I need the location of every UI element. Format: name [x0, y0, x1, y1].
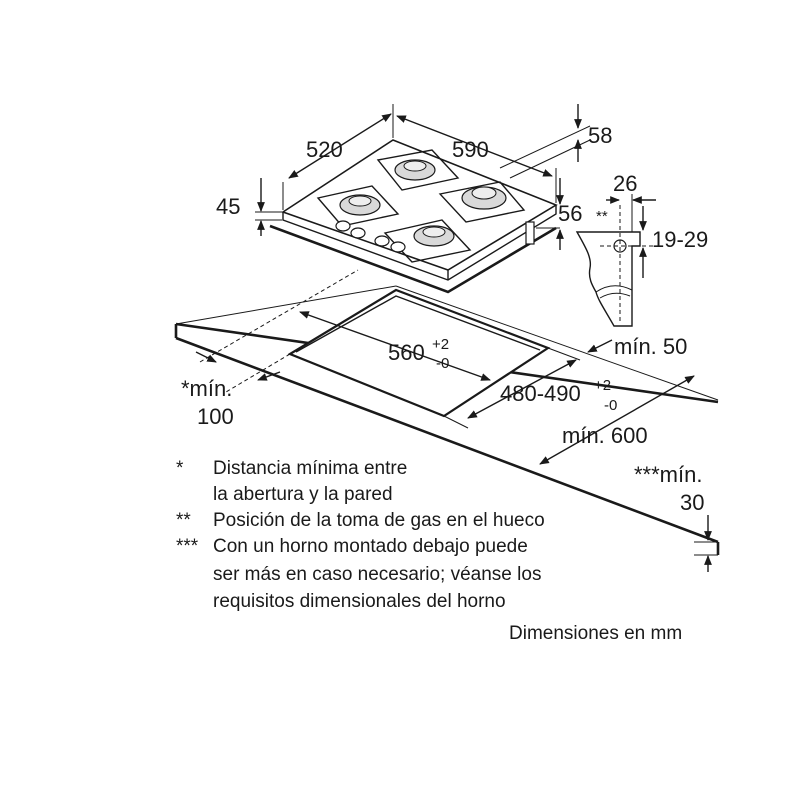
hob-dimension-lines [255, 104, 591, 250]
dim-min-100-line1: *mín. [181, 376, 232, 401]
footnotes: * Distancia mínima entre la abertura y l… [176, 458, 682, 644]
control-knobs [335, 220, 406, 253]
units-note: Dimensiones en mm [509, 623, 682, 644]
dim-min-100-line2: 100 [197, 404, 234, 429]
dim-hob-height: 45 [216, 194, 240, 219]
note-2-line-1: Posición de la toma de gas en el hueco [213, 510, 545, 531]
dim-cutout-depth-tol-plus: +2 [594, 377, 611, 394]
dim-cutout-depth-tol-minus: -0 [604, 397, 617, 414]
dim-min-30-line1: ***mín. [634, 462, 702, 487]
dim-gas-width: 26 [613, 171, 637, 196]
cutout-dimension-lines [195, 311, 718, 572]
dim-hob-depth: 520 [306, 137, 343, 162]
dim-min-50: mín. 50 [614, 334, 687, 359]
gas-connection-detail [575, 194, 660, 327]
dim-min-600: mín. 600 [562, 423, 648, 448]
note-1-line-1: Distancia mínima entre [213, 458, 407, 479]
note-3-line-1: Con un horno montado debajo puede [213, 536, 528, 557]
dim-cutout-width-tol-minus: -0 [436, 355, 449, 372]
note-3-line-2: ser más en caso necesario; véanse los [213, 564, 541, 585]
dim-hob-right-side: 56 [558, 201, 582, 226]
dim-cutout-depth: 480-490 [500, 381, 581, 406]
note-3-line-3: requisitos dimensionales del horno [213, 591, 506, 612]
note-2-marker: ** [176, 510, 191, 531]
note-1-line-2: la abertura y la pared [213, 484, 393, 505]
dim-gas-height: 19-29 [652, 227, 708, 252]
note-1-marker: * [176, 458, 184, 479]
dim-cutout-width-tol-plus: +2 [432, 336, 449, 353]
gas-position-marker: ** [596, 208, 608, 225]
dim-cutout-width: 560 [388, 340, 425, 365]
dim-hob-width: 590 [452, 137, 489, 162]
dim-hob-right-top: 58 [588, 123, 612, 148]
dim-min-30-line2: 30 [680, 490, 704, 515]
note-3-marker: *** [176, 536, 199, 557]
